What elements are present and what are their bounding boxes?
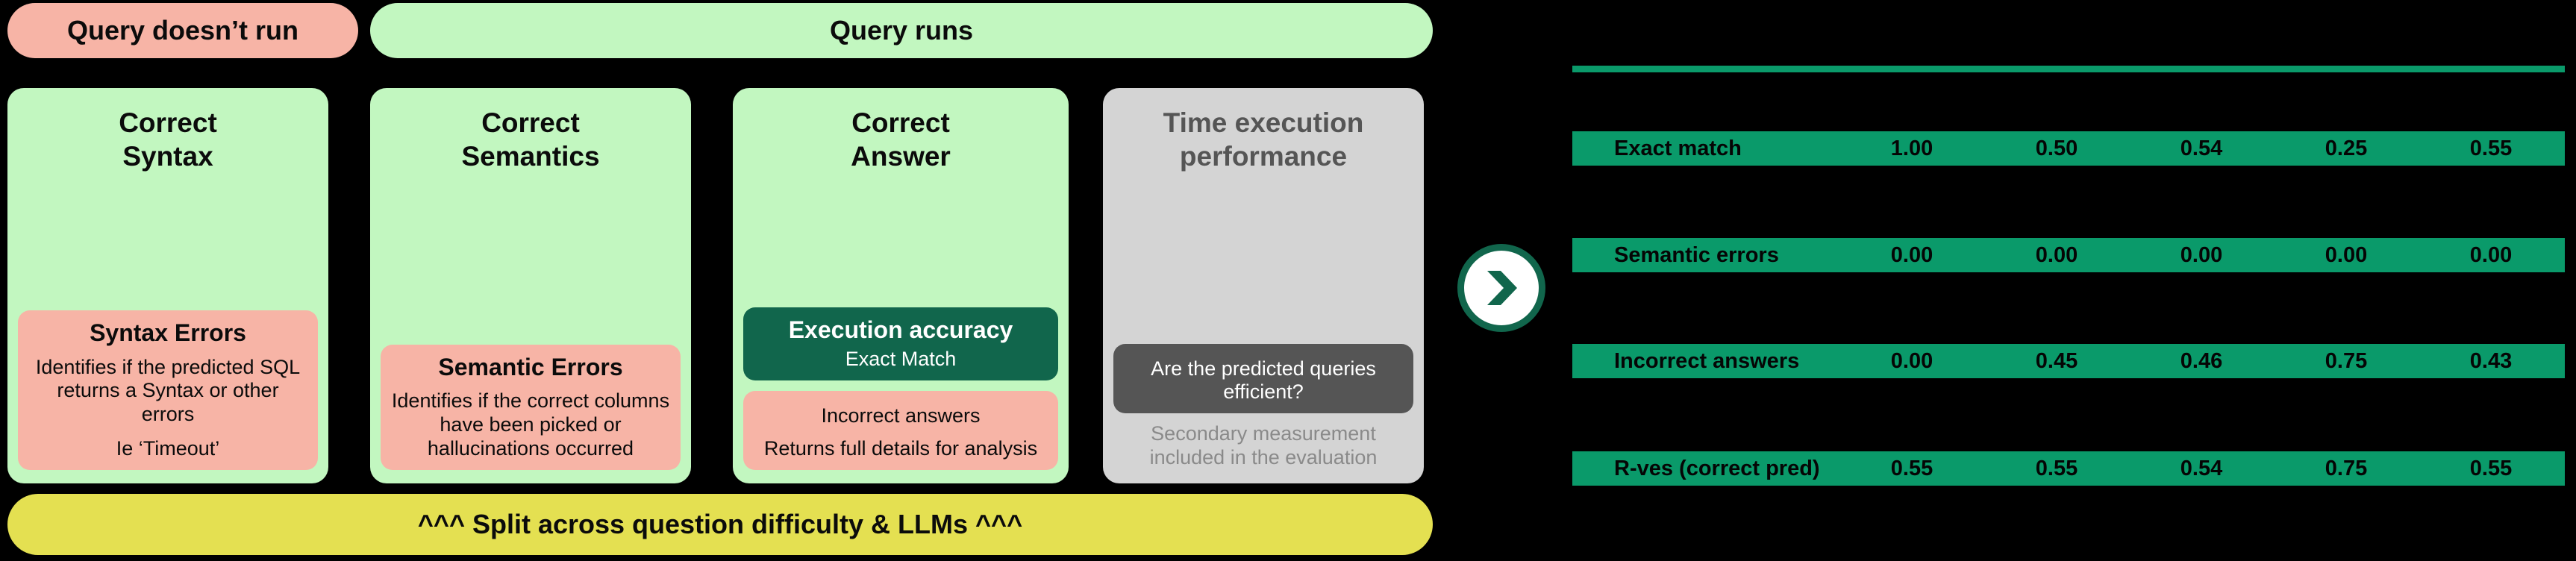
execution-accuracy-title: Execution accuracy xyxy=(788,316,1013,343)
table-cell: 0.00 xyxy=(2035,242,2078,267)
table-cell: 0.55 xyxy=(2035,456,2078,480)
table-cell: 0.54 xyxy=(2180,136,2223,160)
table-cell: 0.45 xyxy=(2035,348,2078,373)
table-row: Semantic errors 0.00 0.00 0.00 0.00 0.00 xyxy=(1572,238,2565,272)
incorrect-answers-body: Returns full details for analysis xyxy=(763,437,1038,460)
pill-query-doesnt-run-label: Query doesn’t run xyxy=(66,15,299,46)
query-efficiency-question: Are the predicted queries efficient? xyxy=(1151,357,1376,404)
chevron-right-icon[interactable] xyxy=(1457,244,1545,332)
query-efficiency-box: Are the predicted queries efficient? xyxy=(1113,343,1413,414)
table-cell: 0.00 xyxy=(1890,348,1933,373)
pill-query-doesnt-run: Query doesn’t run xyxy=(7,3,358,58)
table-cell: 0.00 xyxy=(2180,242,2223,267)
results-table-top-rule xyxy=(1572,66,2565,72)
table-row-label: R-ves (correct pred) xyxy=(1614,456,1820,480)
syntax-errors-body: Identifies if the predicted SQL returns … xyxy=(35,355,301,426)
banner-split-note: ^^^ Split across question difficulty & L… xyxy=(7,494,1433,555)
table-cell: 0.00 xyxy=(2469,242,2513,267)
table-cell: 0.00 xyxy=(2325,242,2368,267)
card-correct-semantics-detail: Semantic Errors Identifies if the correc… xyxy=(381,344,681,470)
table-cell: 0.54 xyxy=(2180,456,2223,480)
syntax-errors-title: Syntax Errors xyxy=(90,319,246,346)
table-row-label: Semantic errors xyxy=(1614,242,1779,267)
table-cell: 0.46 xyxy=(2180,348,2223,373)
syntax-errors-note: Ie ‘Timeout’ xyxy=(116,437,220,460)
table-cell: 0.25 xyxy=(2325,136,2368,160)
table-cell: 0.55 xyxy=(1890,456,1933,480)
table-cell: 1.00 xyxy=(1890,136,1933,160)
pill-query-runs-label: Query runs xyxy=(829,15,974,46)
incorrect-answers-box: Incorrect answers Returns full details f… xyxy=(743,391,1058,470)
table-row-label: Exact match xyxy=(1614,136,1742,160)
table-cell: 0.75 xyxy=(2325,456,2368,480)
table-row-label: Incorrect answers xyxy=(1614,348,1800,373)
banner-split-note-label: ^^^ Split across question difficulty & L… xyxy=(417,509,1023,539)
table-cell: 0.75 xyxy=(2325,348,2368,373)
time-execution-footnote: Secondary measurement included in the ev… xyxy=(1149,422,1378,469)
incorrect-answers-title: Incorrect answers xyxy=(821,404,981,427)
table-row: R-ves (correct pred) 0.55 0.55 0.54 0.75… xyxy=(1572,451,2565,486)
execution-accuracy-box: Execution accuracy Exact Match xyxy=(743,307,1058,381)
table-cell: 0.43 xyxy=(2469,348,2513,373)
table-row: Exact match 1.00 0.50 0.54 0.25 0.55 xyxy=(1572,131,2565,166)
results-table: Exact match 1.00 0.50 0.54 0.25 0.55 Sem… xyxy=(1572,66,2565,528)
table-row: Incorrect answers 0.00 0.45 0.46 0.75 0.… xyxy=(1572,344,2565,378)
table-cell: 0.00 xyxy=(1890,242,1933,267)
table-cell: 0.55 xyxy=(2469,456,2513,480)
table-cell: 0.50 xyxy=(2035,136,2078,160)
card-correct-syntax-detail: Syntax Errors Identifies if the predicte… xyxy=(18,310,318,470)
pill-query-runs: Query runs xyxy=(370,3,1433,58)
semantic-errors-title: Semantic Errors xyxy=(438,353,623,380)
table-cell: 0.55 xyxy=(2469,136,2513,160)
execution-accuracy-body: Exact Match xyxy=(845,348,957,371)
semantic-errors-body: Identifies if the correct columns have b… xyxy=(391,389,670,460)
